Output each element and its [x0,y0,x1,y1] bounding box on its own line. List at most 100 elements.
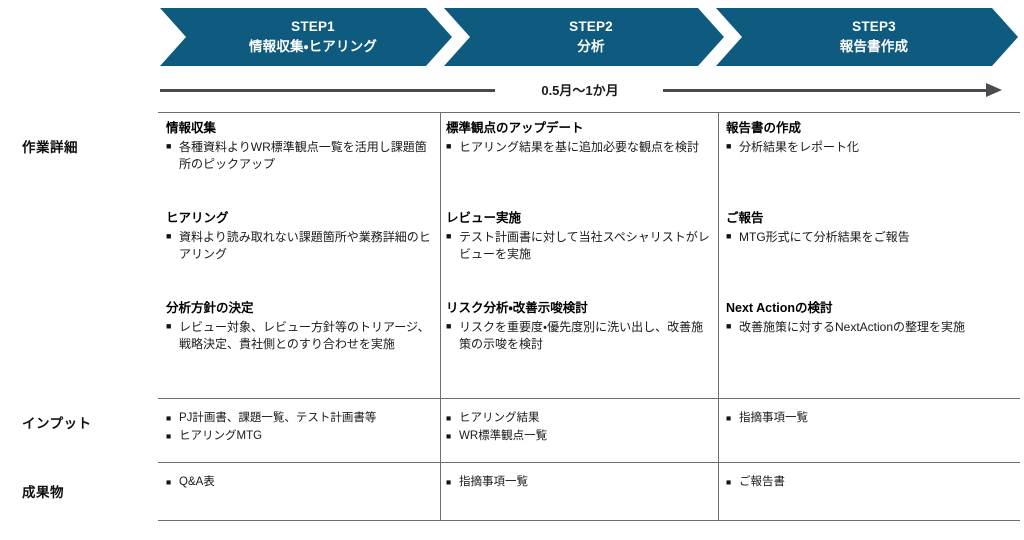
step3-input-item-text: 指摘事項一覧 [739,412,808,424]
step3-task-3-title: Next Actionの検討 [726,301,833,315]
step-chevron-band: STEP1 情報収集・ヒアリング STEP2 分析 STEP3 報告書作成 [160,8,1018,66]
bullet-square-icon: ■ [446,140,452,151]
timeline-duration-label: 0.5月〜1か月 [541,83,619,98]
step-chevron-3[interactable]: STEP3 報告書作成 [716,8,1018,66]
grid-rule-mid-2 [158,462,1020,463]
grid-rule-mid-1 [158,398,1020,399]
step2-output-item-text: 指摘事項一覧 [459,476,528,488]
grid-rule-top [158,112,1020,113]
bullet-square-icon: ■ [446,477,452,487]
step2-task-1: 標準観点のアップデート ■ ヒアリング結果を基に追加必要な観点を検討 [446,120,712,156]
step2-task-1-bullet-1: ■ ヒアリング結果を基に追加必要な観点を検討 [446,139,712,156]
step-chevron-2[interactable]: STEP2 分析 [444,8,724,66]
step3-task-2-title: ご報告 [726,211,764,225]
step2-task-2-title: レビュー実施 [446,211,522,225]
step-chevron-1-number: STEP1 [291,19,335,35]
bullet-square-icon: ■ [726,320,732,331]
step3-task-1-bullet-1-text: 分析結果をレポート化 [739,139,860,154]
step2-input-item-text: ヒアリング結果 [459,412,540,424]
grid-divider-2-input [718,399,719,462]
step3-inputs: ■ 指摘事項一覧 [726,410,1016,428]
bullet-square-icon: ■ [166,230,172,241]
step2-task-3: リスク分析・改善示唆検討 ■ リスクを重要度・優先度別に洗い出し、改善施策の示唆… [446,300,712,353]
step2-input-item: ■ WR標準観点一覧 [446,428,712,446]
step2-input-item: ■ ヒアリング結果 [446,410,712,428]
step3-task-3-bullet-1: ■ 改善施策に対するNextActionの整理を実施 [726,319,1016,336]
bullet-square-icon: ■ [166,320,172,331]
bullet-square-icon: ■ [726,477,732,487]
step1-task-3: 分析方針の決定 ■ レビュー対象、レビュー方針等のトリアージ、戦略決定、貴社側と… [166,300,434,353]
bullet-square-icon: ■ [166,430,172,441]
step-chevron-2-text: STEP2 分析 [555,17,613,56]
step1-task-3-bullet-1: ■ レビュー対象、レビュー方針等のトリアージ、戦略決定、貴社側とのすり合わせを実… [166,319,434,353]
grid-rule-bottom [158,520,1020,521]
step2-input-item-text: WR標準観点一覧 [459,429,548,442]
duration-timeline: 0.5月〜1か月 [160,76,1018,104]
step3-output-item: ■ ご報告書 [726,474,1016,492]
step2-outputs: ■ 指摘事項一覧 [446,474,712,492]
step3-task-2-bullet-1: ■ MTG形式にて分析結果をご報告 [726,229,1016,246]
step1-task-1: 情報収集 ■ 各種資料よりWR標準観点一覧を活用し課題箇所のピックアップ [166,120,434,173]
step1-output-item-text: Q&A表 [179,476,215,488]
step3-task-1-title: 報告書の作成 [726,121,802,135]
step2-task-1-title: 標準観点のアップデート [446,121,584,135]
step1-task-2-title: ヒアリング [166,211,229,225]
row-label-work-detail: 作業詳細 [22,140,78,155]
step2-task-1-bullet-1-text: ヒアリング結果を基に追加必要な観点を検討 [459,139,700,154]
bullet-square-icon: ■ [726,413,732,423]
bullet-square-icon: ■ [446,230,452,241]
step2-task-2-bullet-1-text: テスト計画書に対して当社スペシャリストがレビューを実施 [459,229,710,261]
step2-inputs: ■ ヒアリング結果 ■ WR標準観点一覧 [446,410,712,446]
step1-inputs: ■ PJ計画書、課題一覧、テスト計画書等 ■ ヒアリングMTG [166,410,434,446]
bullet-square-icon: ■ [446,413,452,423]
step2-task-3-bullet-1: ■ リスクを重要度・優先度別に洗い出し、改善施策の示唆を検討 [446,319,712,353]
grid-divider-1-input [440,399,441,462]
step-chevron-1-text: STEP1 情報収集・ヒアリング [235,17,377,56]
step3-input-item: ■ 指摘事項一覧 [726,410,1016,428]
row-label-output: 成果物 [22,485,64,500]
step1-input-item: ■ PJ計画書、課題一覧、テスト計画書等 [166,410,434,428]
step1-task-3-title: 分析方針の決定 [166,301,254,315]
bullet-square-icon: ■ [726,140,732,151]
step-chevron-3-name: 報告書作成 [839,39,909,54]
step3-task-1: 報告書の作成 ■ 分析結果をレポート化 [726,120,1016,156]
step-chevron-2-name: 分析 [577,39,605,54]
step2-task-2-bullet-1: ■ テスト計画書に対して当社スペシャリストがレビューを実施 [446,229,712,263]
bullet-square-icon: ■ [726,230,732,241]
step1-task-1-bullet-1-text: 各種資料よりWR標準観点一覧を活用し課題箇所のピックアップ [179,139,427,171]
step3-task-3: Next Actionの検討 ■ 改善施策に対するNextActionの整理を実… [726,300,1016,336]
bullet-square-icon: ■ [446,320,452,331]
step3-task-1-bullet-1: ■ 分析結果をレポート化 [726,139,1016,156]
step-chevron-2-number: STEP2 [569,19,613,35]
timeline-line-right [663,89,988,92]
step1-task-3-bullet-1-text: レビュー対象、レビュー方針等のトリアージ、戦略決定、貴社側とのすり合わせを実施 [179,319,430,351]
step2-task-3-title: リスク分析・改善示唆検討 [446,301,588,315]
process-grid: 情報収集 ■ 各種資料よりWR標準観点一覧を活用し課題箇所のピックアップ ヒアリ… [158,112,1020,524]
step3-output-item-text: ご報告書 [739,476,785,488]
step-chevron-1[interactable]: STEP1 情報収集・ヒアリング [160,8,452,66]
timeline-line-left [160,89,495,92]
grid-divider-1-output [440,463,441,520]
step2-task-2: レビュー実施 ■ テスト計画書に対して当社スペシャリストがレビューを実施 [446,210,712,263]
step3-task-2: ご報告 ■ MTG形式にて分析結果をご報告 [726,210,1016,246]
step3-task-3-bullet-1-text: 改善施策に対するNextActionの整理を実施 [739,319,966,334]
bullet-square-icon: ■ [166,477,172,487]
grid-divider-1-detail [440,113,441,398]
step3-outputs: ■ ご報告書 [726,474,1016,492]
bullet-square-icon: ■ [446,430,452,441]
grid-divider-2-detail [718,113,719,398]
step-chevron-3-text: STEP3 報告書作成 [826,17,909,56]
step1-task-1-bullet-1: ■ 各種資料よりWR標準観点一覧を活用し課題箇所のピックアップ [166,139,434,173]
bullet-square-icon: ■ [166,413,172,423]
step1-input-item-text: PJ計画書、課題一覧、テスト計画書等 [179,412,377,424]
step1-input-item: ■ ヒアリングMTG [166,428,434,446]
step1-input-item-text: ヒアリングMTG [179,429,263,442]
step1-task-2: ヒアリング ■ 資料より読み取れない課題箇所や業務詳細のヒアリング [166,210,434,263]
step2-output-item: ■ 指摘事項一覧 [446,474,712,492]
bullet-square-icon: ■ [166,140,172,151]
step1-output-item: ■ Q&A表 [166,474,434,492]
step1-task-1-title: 情報収集 [166,121,217,135]
step3-task-2-bullet-1-text: MTG形式にて分析結果をご報告 [739,229,910,244]
step1-outputs: ■ Q&A表 [166,474,434,492]
grid-divider-2-output [718,463,719,520]
